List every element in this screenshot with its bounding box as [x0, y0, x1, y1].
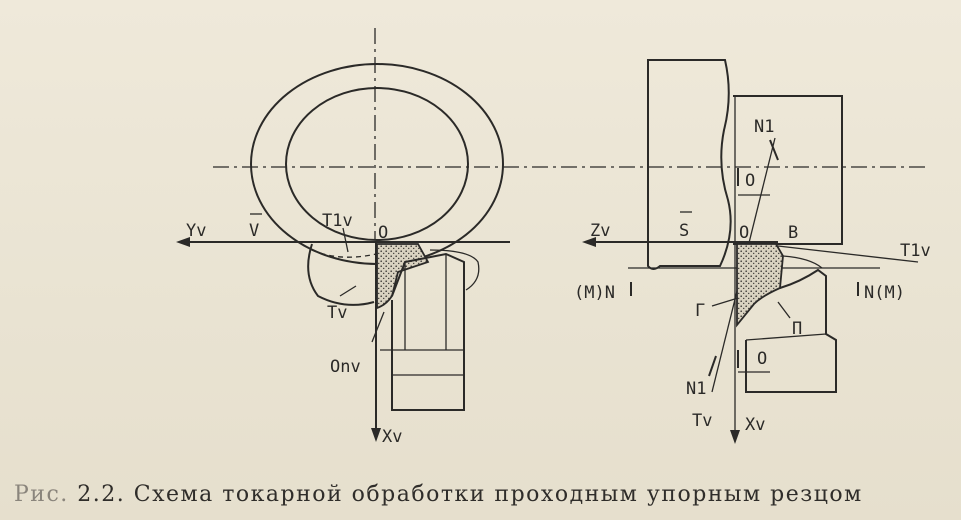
label-v: V	[249, 221, 259, 241]
workpiece-outer-circle	[250, 63, 504, 265]
right-tool-tip	[736, 243, 784, 328]
label-zv: Zv	[590, 221, 610, 241]
yv-arrow-icon	[176, 237, 190, 247]
right-tool-face	[782, 255, 823, 269]
right-tool-body	[745, 268, 837, 393]
label-g: Г	[695, 301, 705, 321]
t1v-curve	[311, 249, 377, 258]
label-o-right: O	[739, 223, 749, 243]
t1v-right-line	[777, 245, 919, 263]
label-t1v-right: T1v	[900, 241, 931, 261]
onv-leader	[371, 311, 385, 343]
right-chuck	[733, 95, 843, 245]
right-workpiece	[647, 59, 732, 270]
turning-diagram: Yv V T1v O Tv Onv Xv	[176, 28, 931, 447]
p-leader	[777, 301, 791, 319]
g-leader	[711, 297, 739, 307]
figure-caption-text: 2.2. Схема токарной обработки проходным …	[77, 482, 863, 507]
label-p: П	[792, 319, 802, 339]
label-onv: Onv	[330, 357, 361, 377]
label-o-lower-right: O	[757, 349, 767, 369]
label-n-m-right: N(M)	[864, 283, 905, 303]
label-n1-bottom: N1	[686, 379, 706, 399]
left-view: Yv V T1v O Tv Onv Xv	[176, 28, 925, 447]
label-t1v-left: T1v	[322, 211, 353, 231]
label-tv-right: Tv	[692, 411, 712, 431]
tv-surface	[307, 243, 375, 306]
label-o-upper-right: O	[745, 171, 755, 191]
label-s: S	[679, 221, 689, 241]
label-mn-left: (M)N	[574, 283, 615, 303]
label-o-left: O	[378, 223, 388, 243]
left-tool-body	[391, 252, 465, 411]
figure-prefix: Рис.	[14, 482, 69, 507]
label-b: B	[788, 223, 798, 243]
left-tool-step	[380, 349, 464, 376]
label-xv-right: Xv	[745, 415, 765, 435]
label-tv-left: Tv	[327, 303, 347, 323]
label-yv: Yv	[186, 221, 206, 241]
tv-leader	[339, 285, 357, 297]
right-tool-step	[745, 333, 827, 341]
n1-top-mark	[769, 139, 779, 161]
xv-arrow-icon	[371, 428, 381, 442]
xv-right-arrow-icon	[730, 430, 740, 444]
left-tool-tip	[376, 243, 430, 310]
label-xv-left: Xv	[382, 427, 402, 447]
right-view: N1 O Zv S O B T1v (M)N N(M) Г П O N1 Tv …	[574, 59, 931, 444]
tv-surface-right	[429, 249, 480, 291]
zv-arrow-icon	[582, 237, 596, 247]
label-n1-top: N1	[754, 117, 774, 137]
workpiece-inner-circle	[285, 87, 469, 241]
n1-bottom-mark	[708, 355, 717, 377]
figure-caption: Рис. 2.2. Схема токарной обработки прохо…	[14, 482, 954, 507]
t1v-leader	[342, 227, 349, 253]
